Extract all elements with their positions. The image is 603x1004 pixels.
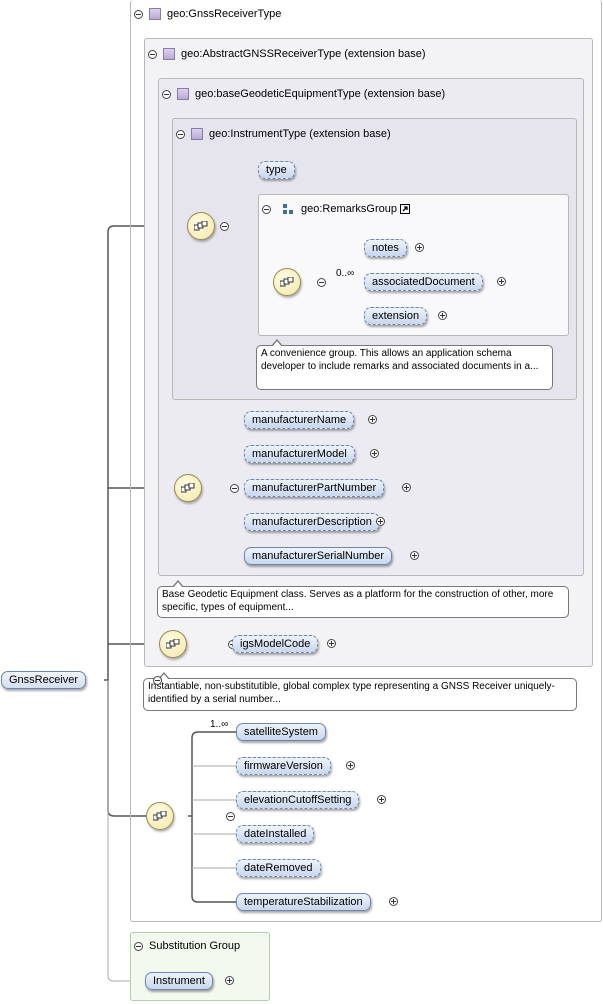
complex-type-icon	[149, 8, 161, 20]
element-manufacturer-part-number[interactable]: manufacturerPartNumber	[244, 479, 385, 497]
sequence-icon	[153, 811, 167, 821]
collapse-icon[interactable]	[153, 676, 163, 685]
sequence-icon	[181, 483, 195, 493]
instrument-type-header: geo:InstrumentType (extension base)	[176, 128, 391, 140]
collapse-icon[interactable]	[148, 49, 157, 59]
sequence-icon	[166, 639, 180, 649]
element-satellite-system[interactable]: satelliteSystem	[236, 723, 326, 741]
sequence-compositor-abstract-receiver[interactable]	[159, 630, 187, 658]
expand-icon[interactable]	[346, 761, 355, 770]
element-manufacturer-name[interactable]: manufacturerName	[244, 411, 355, 429]
remarks-group-header: geo:RemarksGroup	[262, 202, 410, 216]
element-igs-model-code[interactable]: igsModelCode	[232, 635, 319, 653]
sequence-compositor-receiver[interactable]	[146, 802, 174, 830]
base-equipment-doc: Base Geodetic Equipment class. Serves as…	[157, 580, 569, 618]
element-instrument[interactable]: Instrument	[145, 972, 213, 990]
gnss-receiver-type-header: geo:GnssReceiverType	[134, 8, 281, 20]
collapse-icon[interactable]	[262, 204, 271, 214]
element-manufacturer-model[interactable]: manufacturerModel	[244, 445, 355, 463]
collapse-icon[interactable]	[134, 9, 143, 19]
substitution-group-header: Substitution Group	[134, 940, 240, 952]
element-elevation-cutoff-setting[interactable]: elevationCutoffSetting	[236, 791, 360, 809]
collapse-icon[interactable]	[317, 278, 327, 287]
collapse-icon[interactable]	[230, 484, 240, 493]
collapse-icon[interactable]	[226, 812, 236, 821]
element-notes[interactable]: notes	[364, 239, 407, 257]
remarks-group-doc: A convenience group. This allows an appl…	[256, 339, 553, 390]
sequence-compositor-remarks[interactable]	[273, 268, 301, 296]
element-associated-document[interactable]: associatedDocument	[364, 273, 483, 291]
type-label: geo:baseGeodeticEquipmentType (extension…	[195, 88, 446, 100]
expand-icon[interactable]	[438, 311, 447, 320]
receiver-doc: Instantiable, non-substitutible, global …	[143, 672, 577, 711]
sequence-icon	[280, 277, 294, 287]
gnss-receiver-type-box	[130, 0, 602, 922]
complex-type-icon	[177, 88, 189, 100]
expand-icon[interactable]	[415, 243, 424, 252]
root-element-gnss-receiver[interactable]: GnssReceiver	[1, 671, 87, 689]
expand-icon[interactable]	[402, 483, 411, 492]
expand-icon[interactable]	[410, 551, 419, 560]
complex-type-icon	[191, 128, 203, 140]
substitution-group-label: Substitution Group	[149, 940, 241, 952]
expand-icon[interactable]	[377, 795, 386, 804]
element-manufacturer-serial-number[interactable]: manufacturerSerialNumber	[244, 547, 393, 565]
complex-type-icon	[163, 48, 175, 60]
type-label: geo:GnssReceiverType	[167, 8, 282, 20]
expand-icon[interactable]	[225, 976, 234, 985]
link-arrow-icon[interactable]	[400, 204, 410, 214]
collapse-icon[interactable]	[176, 129, 185, 139]
abstract-receiver-type-header: geo:AbstractGNSSReceiverType (extension …	[148, 48, 426, 60]
cardinality-label: 0..∞	[336, 268, 355, 279]
collapse-icon[interactable]	[220, 222, 229, 231]
type-label: geo:InstrumentType (extension base)	[209, 128, 391, 140]
cardinality-label: 1..∞	[210, 719, 229, 730]
element-temperature-stabilization[interactable]: temperatureStabilization	[236, 893, 371, 911]
group-label: geo:RemarksGroup	[301, 203, 397, 215]
element-type[interactable]: type	[258, 161, 295, 179]
group-icon	[283, 204, 293, 214]
expand-icon[interactable]	[389, 897, 398, 906]
expand-icon[interactable]	[497, 277, 506, 286]
collapse-icon[interactable]	[162, 89, 171, 99]
element-date-removed[interactable]: dateRemoved	[236, 859, 321, 877]
collapse-icon[interactable]	[134, 941, 143, 951]
expand-icon[interactable]	[370, 449, 379, 458]
sequence-compositor-base-equipment[interactable]	[174, 474, 202, 502]
element-firmware-version[interactable]: firmwareVersion	[236, 757, 331, 775]
expand-icon[interactable]	[376, 517, 385, 526]
element-manufacturer-description[interactable]: manufacturerDescription	[244, 513, 380, 531]
sequence-icon	[194, 221, 208, 231]
element-date-installed[interactable]: dateInstalled	[236, 825, 315, 843]
base-equipment-type-header: geo:baseGeodeticEquipmentType (extension…	[162, 88, 445, 100]
expand-icon[interactable]	[327, 639, 336, 648]
expand-icon[interactable]	[368, 415, 377, 424]
sequence-compositor-instrument[interactable]	[187, 212, 215, 240]
element-extension[interactable]: extension	[364, 307, 428, 325]
type-label: geo:AbstractGNSSReceiverType (extension …	[181, 48, 426, 60]
